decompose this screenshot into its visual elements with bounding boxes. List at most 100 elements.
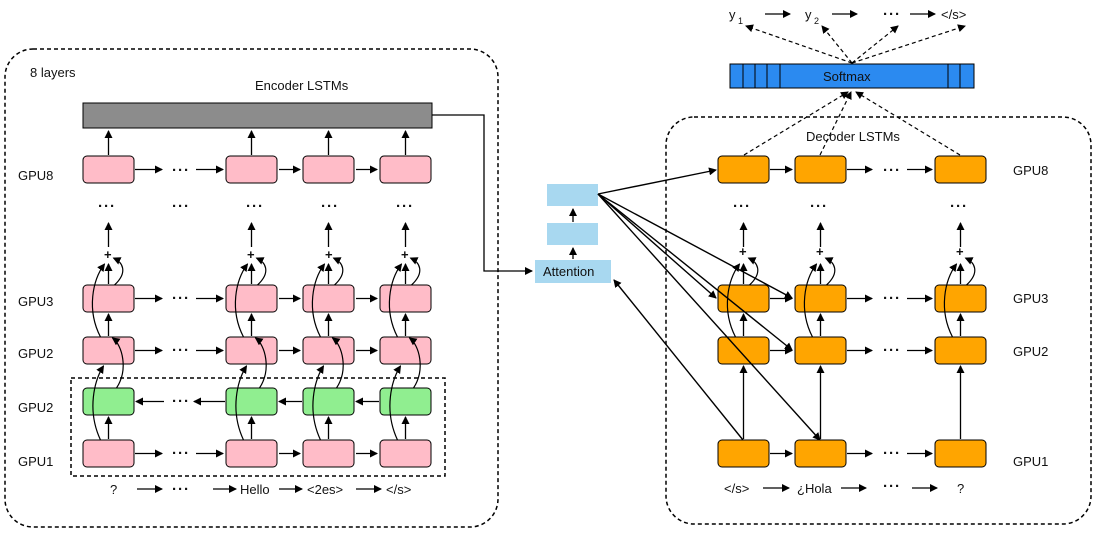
encoder-plus-4: + <box>401 247 409 262</box>
decoder-cell-gpu2 <box>717 336 770 365</box>
encoder-row-label-gpu8: GPU8 <box>18 168 53 183</box>
encoder-ellipsis-gpu3: ··· <box>172 290 190 307</box>
decoder-cell-gpu8 <box>717 155 770 184</box>
decoder-arrows <box>726 165 976 458</box>
encoder-ellipsis-gpu8: ··· <box>172 162 190 179</box>
encoder-cell-backward <box>379 387 432 416</box>
output-eos: </s> <box>941 7 966 22</box>
svg-text:2: 2 <box>814 16 819 26</box>
decoder-cells <box>717 155 987 468</box>
residual-arrow <box>311 263 326 338</box>
residual-arrow <box>726 263 741 338</box>
encoder-cell-gpu3 <box>225 284 278 313</box>
residual-arrow <box>408 337 421 389</box>
encoder-cell-backward <box>302 387 355 416</box>
residual-arrow <box>111 337 124 389</box>
decoder-input-eos: </s> <box>724 481 749 496</box>
encoder-row-label-gpu3: GPU3 <box>18 294 53 309</box>
encoder-cell-gpu8 <box>225 155 278 184</box>
decoder-ellipsis-input: ··· <box>883 478 901 495</box>
encoder-row-label-gpu1: GPU1 <box>18 454 53 469</box>
residual-arrow <box>235 365 248 441</box>
residual-arrow <box>331 337 344 389</box>
decoder-cell-gpu2 <box>934 336 987 365</box>
decoder-layer-ellipsis-2: ··· <box>810 198 828 215</box>
residual-arrow <box>255 257 267 286</box>
decoder-container <box>665 116 1092 525</box>
decoder-cell-gpu1 <box>717 439 770 468</box>
encoder-to-attention-connector <box>432 114 533 275</box>
decoder-cell-gpu3 <box>794 284 847 313</box>
decoder-cell-gpu3 <box>717 284 770 313</box>
encoder-cell-backward <box>82 387 135 416</box>
encoder-cell-gpu1 <box>379 439 432 468</box>
encoder-cells <box>82 155 432 468</box>
output-y2: y 2 <box>805 7 819 26</box>
decoder-ellipsis-gpu8: ··· <box>883 162 901 179</box>
encoder-plus-2: + <box>247 247 255 262</box>
encoder-input-eos: </s> <box>386 482 411 497</box>
residual-arrow <box>943 263 958 338</box>
residual-arrow <box>803 263 818 338</box>
softmax-bar <box>729 63 975 89</box>
encoder-cell-gpu3 <box>379 284 432 313</box>
residual-arrow <box>389 365 402 441</box>
attention-middle-block <box>547 223 598 245</box>
svg-text:y: y <box>729 7 736 22</box>
residual-arrow <box>332 257 344 286</box>
encoder-cell-gpu8 <box>302 155 355 184</box>
residual-arrow <box>92 365 105 441</box>
encoder-arrows <box>91 130 421 458</box>
encoder-input-hello: Hello <box>240 482 270 497</box>
residual-arrow <box>409 257 421 286</box>
encoder-layer-ellipsis-1: ··· <box>98 198 116 215</box>
encoder-cell-gpu3 <box>82 284 135 313</box>
output-y1: y 1 <box>729 7 743 26</box>
encoder-cell-gpu2 <box>82 336 135 365</box>
encoder-cell-gpu3 <box>302 284 355 313</box>
decoder-plus-1: + <box>739 244 747 259</box>
decoder-title: Decoder LSTMs <box>806 129 900 144</box>
encoder-layer-ellipsis-2: ··· <box>172 198 190 215</box>
decoder-input-question: ? <box>957 481 964 496</box>
encoder-ellipsis-gpu1: ··· <box>172 445 190 462</box>
decoder-cell-gpu8 <box>794 155 847 184</box>
encoder-cell-gpu1 <box>225 439 278 468</box>
softmax-label: Softmax <box>823 69 871 84</box>
bidirectional-layer-box <box>70 377 446 477</box>
decoder-cell-gpu1 <box>934 439 987 468</box>
softmax-to-output-arrows <box>745 24 966 64</box>
attention-connections <box>597 167 821 441</box>
decoder-ellipsis-gpu2: ··· <box>883 342 901 359</box>
decoder-layer-ellipsis-3: ··· <box>950 198 968 215</box>
encoder-layer-ellipsis-3: ··· <box>246 198 264 215</box>
decoder-cell-gpu3 <box>934 284 987 313</box>
encoder-cell-gpu1 <box>82 439 135 468</box>
encoder-cell-gpu2 <box>225 336 278 365</box>
decoder-cell-gpu8 <box>934 155 987 184</box>
decoder-row-label-gpu2: GPU2 <box>1013 344 1048 359</box>
decoder-ellipsis-gpu3: ··· <box>883 290 901 307</box>
encoder-title: Encoder LSTMs <box>255 78 349 93</box>
residual-arrow <box>747 257 759 286</box>
decoder-cell-gpu2 <box>794 336 847 365</box>
encoder-cell-gpu8 <box>379 155 432 184</box>
encoder-cell-gpu2 <box>302 336 355 365</box>
attention-top-block <box>547 184 598 206</box>
encoder-input-2es: <2es> <box>307 482 343 497</box>
residual-arrow <box>112 257 124 286</box>
svg-text:y: y <box>805 7 812 22</box>
encoder-cell-backward <box>225 387 278 416</box>
residual-arrow <box>388 263 403 338</box>
decoder-cell-gpu1 <box>794 439 847 468</box>
residual-arrow <box>312 365 325 441</box>
decoder-row-label-gpu1: GPU1 <box>1013 454 1048 469</box>
decoder-to-softmax-arrows <box>743 91 961 156</box>
encoder-ellipsis-gpu2: ··· <box>172 342 190 359</box>
decoder-layer-ellipsis-1: ··· <box>733 198 751 215</box>
attention-label: Attention <box>543 264 594 279</box>
decoder-ellipsis-gpu1: ··· <box>883 445 901 462</box>
decoder-plus-3: + <box>956 244 964 259</box>
encoder-layer-ellipsis-5: ··· <box>396 198 414 215</box>
